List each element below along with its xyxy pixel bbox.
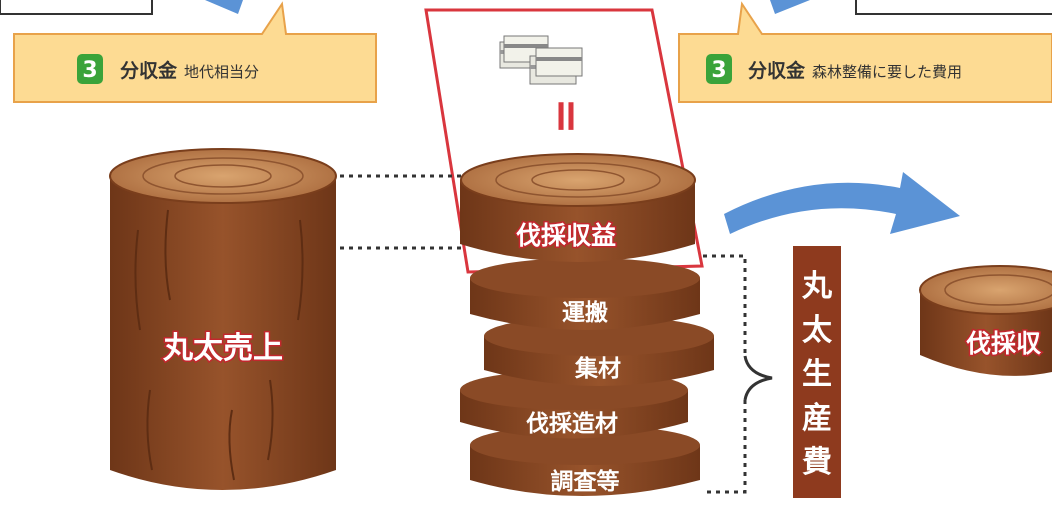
disc-transport-label: 運搬	[562, 299, 608, 326]
right-log-label: 伐採収	[966, 329, 1042, 358]
disc-transport: 運搬	[470, 258, 700, 330]
right-log: 伐採収	[919, 265, 1052, 376]
top-frame-left	[0, 0, 153, 15]
arrow-tip-right-icon	[770, 0, 810, 14]
money-bundle-icon	[499, 35, 583, 85]
disc-survey-label: 調査等	[551, 468, 620, 495]
callout-right-desc: 森林整備に要した費用	[812, 63, 962, 81]
callout-left: 3 分収金 地代相当分	[13, 1, 377, 103]
callout-left-term: 分収金	[120, 59, 178, 82]
disc-felling-label: 伐採造材	[526, 411, 618, 437]
callout-right-term: 分収金	[748, 59, 806, 82]
badge-left-number: 3	[82, 58, 97, 83]
dotted-connectors	[340, 174, 747, 494]
brace-icon	[743, 355, 773, 401]
disc-stack: 調査等 伐採造材 集材 運搬 伐採収益	[460, 153, 714, 496]
callout-left-desc: 地代相当分	[184, 63, 259, 81]
callout-right: 3 分収金 森林整備に要した費用	[678, 1, 1052, 103]
log-sales-label: 丸太売上	[162, 331, 283, 366]
equals-sign: =	[541, 98, 592, 135]
disc-felling-revenue: 伐採収益	[460, 153, 696, 262]
curved-arrow-icon	[724, 172, 960, 234]
production-cost-box: 丸太生産費	[793, 246, 841, 498]
arrow-tip-left-icon	[205, 0, 243, 14]
badge-right-number: 3	[711, 58, 726, 83]
red-frame	[424, 8, 704, 274]
disc-yarding-label: 集材	[574, 355, 621, 382]
big-log: 丸太売上	[109, 148, 337, 490]
badge-left	[77, 54, 103, 84]
disc-felling-revenue-label: 伐採収益	[516, 221, 616, 250]
badge-right	[706, 54, 732, 84]
production-cost-label: 丸太生産費	[801, 269, 833, 480]
top-frame-right	[855, 0, 1052, 15]
disc-survey: 調査等	[470, 425, 700, 496]
